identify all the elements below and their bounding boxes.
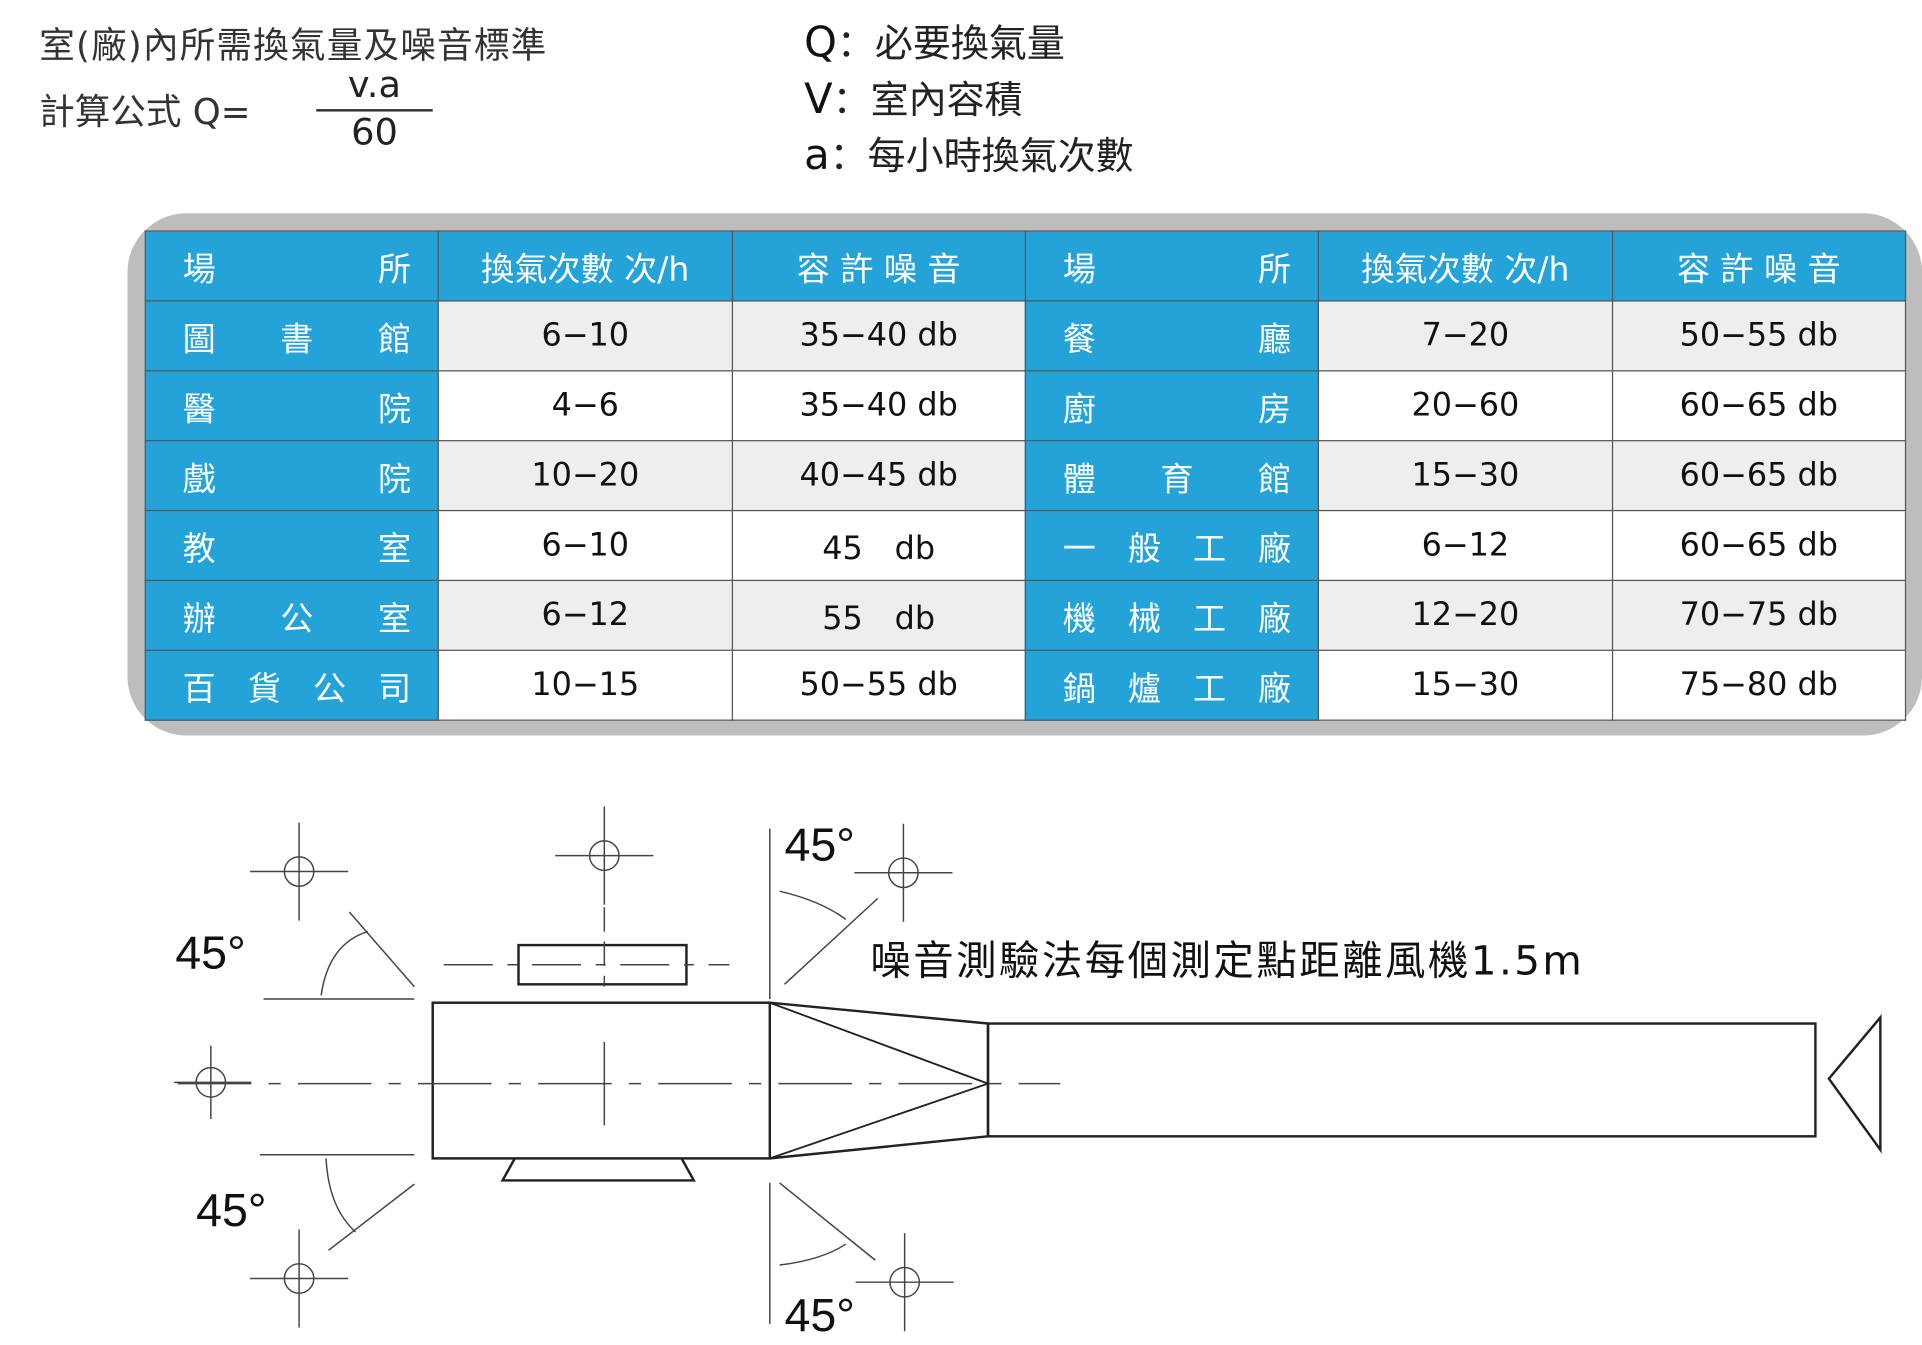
duct [986, 1022, 1817, 1138]
legend-desc: ：每小時換氣次數 [829, 134, 1134, 179]
place-name: 百貨公司 [144, 649, 440, 721]
noise-limit-value: 60−65 db [1611, 509, 1907, 582]
air-changes-value: 12−20 [1318, 579, 1613, 651]
column-header: 容 許 噪 音 [731, 230, 1026, 302]
place-name: 醫院 [144, 370, 440, 442]
column-header: 換氣次數 次/h [1318, 230, 1613, 302]
legend-q: Q：必要換氣量 [804, 12, 1065, 67]
place-name: 戲院 [144, 440, 440, 512]
angle-label: 45° [196, 1184, 266, 1236]
noise-limit-value: 75−80 db [1611, 649, 1907, 721]
formula-denominator: 60 [351, 111, 398, 155]
fan-base [500, 1157, 696, 1182]
air-changes-value: 6−12 [438, 579, 733, 651]
air-changes-value: 15−30 [1318, 649, 1613, 721]
place-name: 一般工廠 [1024, 509, 1320, 582]
air-changes-value: 10−15 [438, 649, 733, 721]
noise-limit-value: 40−45 db [731, 440, 1026, 512]
legend-desc: ：必要換氣量 [836, 22, 1065, 67]
fan-body [431, 1001, 772, 1160]
column-header: 換氣次數 次/h [438, 230, 733, 302]
legend-v: V：室內容積 [804, 69, 1023, 124]
angle-label: 45° [785, 1289, 855, 1341]
column-header: 容 許 噪 音 [1611, 230, 1907, 302]
airflow-arrow-icon [1827, 1014, 1882, 1154]
place-name: 辦公室 [144, 579, 440, 651]
transition-piece [769, 1001, 990, 1160]
transition-cone [769, 1001, 991, 1160]
legend-symbol: a [804, 131, 830, 181]
air-changes-value: 20−60 [1318, 370, 1613, 442]
noise-limit-value: 60−65 db [1611, 440, 1907, 512]
legend-a: a：每小時換氣次數 [804, 125, 1134, 180]
air-changes-value: 6−12 [1318, 509, 1613, 582]
air-changes-value: 10−20 [438, 440, 733, 512]
noise-limit-value: 60−65 db [1611, 370, 1907, 442]
column-header: 場 所 [144, 230, 440, 302]
formula-fraction: v.a 60 [316, 64, 433, 155]
legend-desc: ：室內容積 [832, 78, 1023, 123]
legend-symbol: Q [804, 18, 837, 68]
noise-limit-value: 50−55 db [1611, 300, 1907, 372]
air-changes-value: 6−10 [438, 300, 733, 372]
angle-label: 45° [175, 926, 245, 978]
crosshair-icons [174, 806, 954, 1332]
page-title: 室(廠)內所需換氣量及噪音標準 [39, 24, 548, 67]
air-changes-value: 6−10 [438, 509, 733, 582]
measure-point-icon [250, 822, 349, 921]
noise-limit-value: 50−55 db [731, 649, 1026, 721]
place-name: 圖書館 [144, 300, 440, 372]
formula-numerator: v.a [316, 64, 433, 112]
place-name: 體育館 [1024, 440, 1320, 512]
legend-symbol: V [804, 74, 833, 124]
place-name: 餐廳 [1024, 300, 1320, 372]
measure-point-icon [855, 1233, 954, 1332]
measure-point-icon [250, 1229, 349, 1328]
place-name: 鍋爐工廠 [1024, 649, 1320, 721]
air-changes-value: 15−30 [1318, 440, 1613, 512]
noise-limit-value: 55 db [731, 579, 1026, 651]
measure-point-icon [174, 1045, 252, 1120]
measurement-note: 噪音測驗法每個測定點距離風機1.5m [870, 937, 1584, 985]
noise-limit-value: 45 db [731, 509, 1026, 582]
place-name: 機械工廠 [1024, 579, 1320, 651]
measure-point-icon [854, 823, 953, 922]
noise-limit-value: 35−40 db [731, 370, 1026, 442]
formula-label: 計算公式 Q= [39, 90, 251, 133]
measure-point-icon [555, 806, 654, 905]
place-name: 廚房 [1024, 370, 1320, 442]
angle-label: 45° [785, 819, 855, 871]
air-changes-value: 7−20 [1318, 300, 1613, 372]
place-name: 教室 [144, 509, 440, 582]
air-changes-value: 4−6 [438, 370, 733, 442]
